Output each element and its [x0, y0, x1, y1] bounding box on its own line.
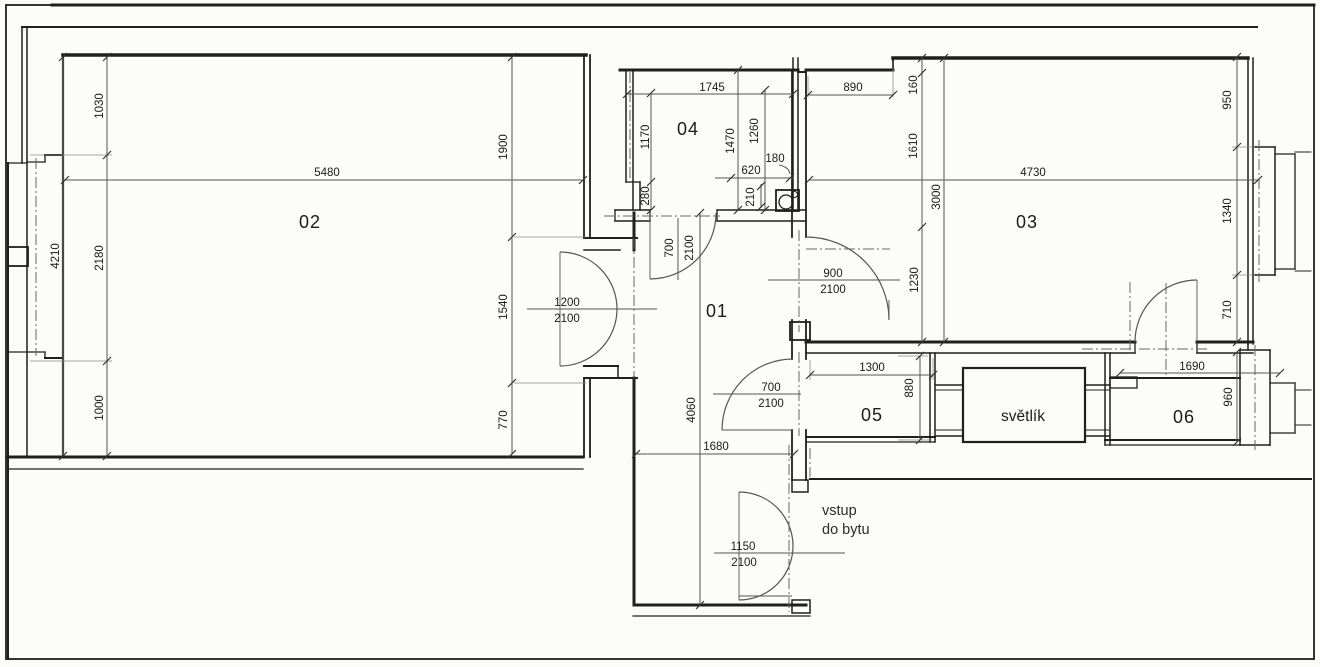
entrance-door-label: 1150 2100	[731, 541, 757, 569]
dim-210: 210	[745, 187, 757, 206]
dim-4730: 4730	[1020, 167, 1046, 179]
door-05-label: 700 2100	[758, 382, 784, 410]
dim-3000: 3000	[931, 184, 943, 210]
dim-1000: 1000	[94, 395, 106, 421]
dimension-lines	[30, 52, 1285, 610]
dim-1470: 1470	[725, 128, 737, 154]
outer-walls	[6, 26, 1312, 660]
window-pier	[7, 246, 29, 267]
room-label-svetlik: světlík	[1001, 408, 1045, 425]
dim-1170: 1170	[640, 125, 652, 150]
room-03-walls	[791, 56, 1312, 354]
entrance-note: vstup do bytu	[822, 503, 870, 538]
light-court-walls	[805, 343, 1312, 446]
dim-950: 950	[1222, 90, 1234, 109]
door-06-swing-icon	[1134, 279, 1198, 343]
corridor-walls	[632, 211, 811, 617]
dim-2180: 2180	[94, 245, 106, 271]
dim-1610: 1610	[908, 133, 920, 159]
room-label-06: 06	[1173, 407, 1195, 427]
dim-1030: 1030	[94, 93, 106, 119]
dimension-ticks	[58, 52, 1285, 610]
light-shaft-outline	[961, 366, 1087, 444]
dim-1900: 1900	[498, 134, 510, 160]
dim-1540: 1540	[498, 294, 510, 320]
dim-1745: 1745	[699, 82, 725, 94]
door-02-width: 1200	[554, 297, 580, 309]
dim-160: 160	[908, 75, 920, 94]
water-heater-icon	[775, 189, 800, 212]
page-border	[5, 3, 1316, 660]
door-03-swing-icon	[805, 236, 890, 321]
dim-1260: 1260	[749, 118, 761, 144]
door-05-height: 2100	[758, 398, 784, 410]
entrance-note-line2: do bytu	[822, 522, 870, 538]
door-03-label: 900 2100	[820, 268, 846, 296]
room-label-03: 03	[1016, 212, 1038, 232]
door-04-label: 700 2100	[664, 235, 696, 261]
door-04-width: 700	[664, 238, 676, 257]
dim-180-leader	[778, 164, 791, 175]
door-05-swing-icon	[721, 358, 794, 431]
room-label-01: 01	[706, 301, 728, 321]
entrance-door-width: 1150	[731, 541, 756, 553]
door-02-height: 2100	[554, 313, 580, 325]
door-02-label: 1200 2100	[554, 297, 580, 325]
room-label-05: 05	[861, 405, 883, 425]
dim-1690: 1690	[1179, 361, 1205, 373]
entrance-note-line1: vstup	[822, 503, 857, 519]
dim-960: 960	[1223, 387, 1235, 406]
dim-1340: 1340	[1222, 198, 1234, 224]
room-label-04: 04	[677, 119, 699, 139]
door-03-height: 2100	[820, 284, 846, 296]
door-05-width: 700	[761, 382, 780, 394]
door-04-swing-icon	[649, 212, 717, 280]
dim-180: 180	[765, 153, 784, 165]
entrance-door-swing-icon	[738, 491, 794, 601]
dim-280: 280	[640, 186, 652, 205]
dim-1300: 1300	[859, 362, 885, 374]
entrance-door-height: 2100	[731, 557, 757, 569]
door-03-width: 900	[823, 268, 842, 280]
dim-890: 890	[843, 82, 862, 94]
door-04-height: 2100	[684, 235, 696, 261]
dim-1680: 1680	[703, 441, 729, 453]
dim-4210: 4210	[50, 243, 62, 269]
labels: 02 03 04 01 05 06 světlík 5480 1745 620 …	[50, 75, 1235, 569]
dim-5480: 5480	[314, 167, 340, 179]
dim-1230: 1230	[909, 267, 921, 293]
axis-lines	[35, 72, 1260, 612]
dim-770: 770	[498, 410, 510, 429]
dim-710: 710	[1222, 300, 1234, 319]
dim-4060: 4060	[686, 397, 698, 423]
room-label-02: 02	[299, 212, 321, 232]
dim-620: 620	[741, 165, 760, 177]
dim-880: 880	[904, 378, 916, 397]
